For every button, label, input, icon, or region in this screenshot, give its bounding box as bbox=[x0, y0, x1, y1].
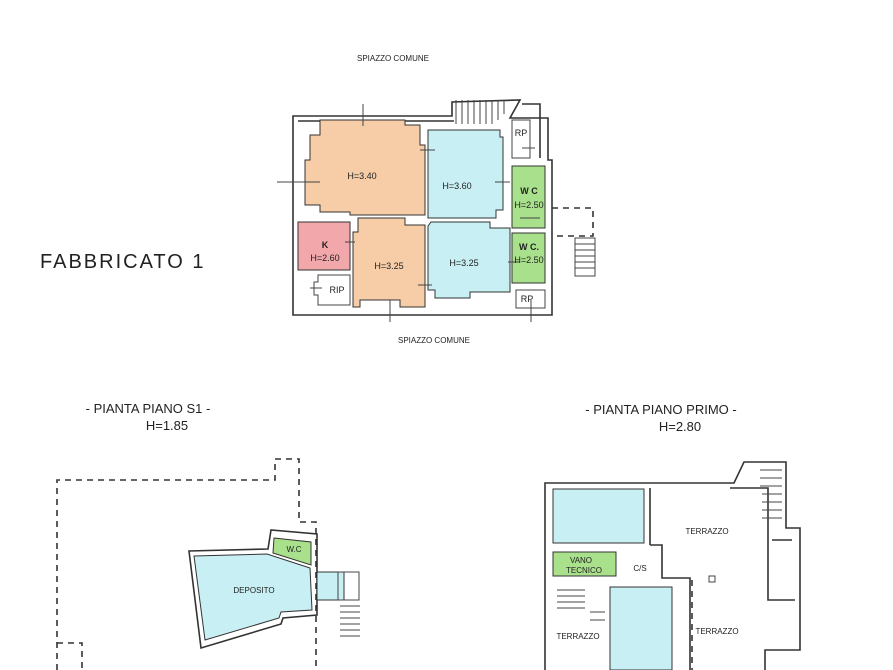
room-label-340: H=3.40 bbox=[347, 171, 376, 181]
room-height-wc-bottom: H=2.50 bbox=[514, 255, 543, 265]
room-label-tecnico: TECNICO bbox=[566, 566, 602, 575]
basement-height: H=1.85 bbox=[146, 418, 188, 433]
first-floor-room-top bbox=[552, 488, 645, 544]
basement-dashed-outline bbox=[56, 458, 317, 670]
first-floor-plan: - PIANTA PIANO PRIMO - H=2.80 VANO TECNI… bbox=[544, 402, 801, 670]
building-title: FABBRICATO 1 bbox=[40, 251, 206, 273]
room-label-wc-basement: W.C bbox=[286, 545, 301, 554]
stairs-top bbox=[455, 100, 505, 124]
basement-dashed-corner bbox=[57, 642, 83, 670]
room-label-deposito: DEPOSITO bbox=[233, 586, 274, 595]
first-floor-stairs bbox=[557, 469, 782, 621]
room-label-terrazzo-3: TERRAZZO bbox=[556, 632, 599, 641]
room-label-wc-bottom: W C. bbox=[519, 242, 539, 252]
room-label-rp-top: RP bbox=[515, 128, 528, 138]
first-floor-room-bottom bbox=[609, 586, 673, 670]
room-label-325-left: H=3.25 bbox=[374, 261, 403, 271]
room-label-rp-bottom: RP bbox=[521, 294, 534, 304]
room-label-wc-top: W C bbox=[520, 186, 538, 196]
room-deposito bbox=[193, 553, 313, 641]
basement-stairs bbox=[337, 571, 360, 637]
room-wc-top bbox=[511, 165, 546, 229]
room-rip-left bbox=[313, 274, 351, 306]
basement-title: - PIANTA PIANO S1 - bbox=[86, 401, 211, 416]
room-label-325-right: H=3.25 bbox=[449, 258, 478, 268]
room-label-vano: VANO bbox=[570, 556, 592, 565]
stairs-right bbox=[574, 237, 596, 277]
door-marks bbox=[277, 104, 540, 322]
first-floor-column bbox=[708, 575, 716, 583]
first-floor-height: H=2.80 bbox=[659, 419, 701, 434]
ground-floor-plan: SPIAZZO COMUNE SPIAZZO COMUNE H=3.40 H=3… bbox=[277, 54, 596, 345]
first-floor-inner-walls bbox=[649, 487, 795, 670]
basement-landing bbox=[316, 571, 345, 601]
room-height-wc-top: H=2.50 bbox=[514, 200, 543, 210]
dashed-annex bbox=[552, 207, 594, 237]
first-floor-outer-wall bbox=[544, 461, 801, 670]
room-kitchen bbox=[297, 221, 351, 271]
room-label-kitchen: K bbox=[322, 240, 329, 250]
room-label-cs: C/S bbox=[633, 564, 646, 573]
room-wc-bottom bbox=[511, 232, 546, 284]
basement-plan: - PIANTA PIANO S1 - H=1.85 DEPOSITO W.C bbox=[56, 401, 360, 670]
room-wc-basement bbox=[272, 537, 312, 566]
room-vano-tecnico bbox=[552, 551, 617, 577]
room-325-left bbox=[352, 217, 426, 308]
room-325-right bbox=[427, 221, 511, 299]
first-floor-title: - PIANTA PIANO PRIMO - bbox=[585, 402, 736, 417]
spiazzo-comune-top-label: SPIAZZO COMUNE bbox=[357, 54, 429, 63]
room-height-kitchen: H=2.60 bbox=[310, 253, 339, 263]
room-label-rip: RIP bbox=[329, 285, 344, 295]
room-label-terrazzo-1: TERRAZZO bbox=[685, 527, 728, 536]
basement-outer-wall bbox=[188, 529, 318, 650]
spiazzo-comune-bottom-label: SPIAZZO COMUNE bbox=[398, 336, 470, 345]
room-360 bbox=[427, 129, 504, 219]
room-label-terrazzo-2: TERRAZZO bbox=[695, 627, 738, 636]
room-label-360: H=3.60 bbox=[442, 181, 471, 191]
room-living-340 bbox=[304, 119, 426, 216]
room-rp-top bbox=[511, 119, 531, 159]
outer-wall bbox=[292, 99, 553, 316]
